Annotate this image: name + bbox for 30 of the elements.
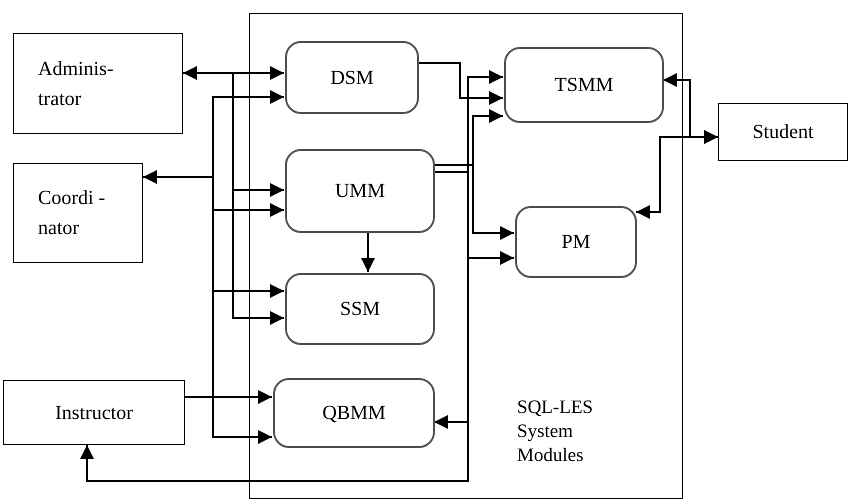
arrow xyxy=(185,390,272,404)
arrow xyxy=(418,62,503,105)
module-box xyxy=(515,206,637,278)
node-label: Coordi -nator xyxy=(38,186,106,241)
node-label: Student xyxy=(752,120,814,145)
actor-box xyxy=(718,103,848,161)
node-label: PM xyxy=(562,230,590,255)
actor-box xyxy=(3,380,185,445)
node-label: SSM xyxy=(340,297,380,322)
node-label: TSMM xyxy=(554,73,614,98)
arrow xyxy=(143,90,284,184)
system-frame xyxy=(249,13,683,499)
arrow xyxy=(80,171,469,482)
node-label: QBMM xyxy=(322,401,386,426)
arrow xyxy=(434,164,514,240)
actor-box xyxy=(13,33,183,134)
module-box xyxy=(285,149,435,233)
module-box xyxy=(285,273,435,345)
node-label: UMM xyxy=(334,179,385,204)
node-label: Instructor xyxy=(55,400,133,426)
frame-label: SQL-LES System Modules xyxy=(517,396,594,468)
actor-box xyxy=(13,163,143,263)
arrow xyxy=(361,232,375,272)
module-box xyxy=(285,41,419,114)
module-box xyxy=(504,47,664,123)
arrow xyxy=(183,66,284,80)
module-box xyxy=(273,378,435,448)
node-label: Adminis- trator xyxy=(38,56,115,112)
node-label: DSM xyxy=(330,66,374,90)
arrow xyxy=(636,130,718,219)
